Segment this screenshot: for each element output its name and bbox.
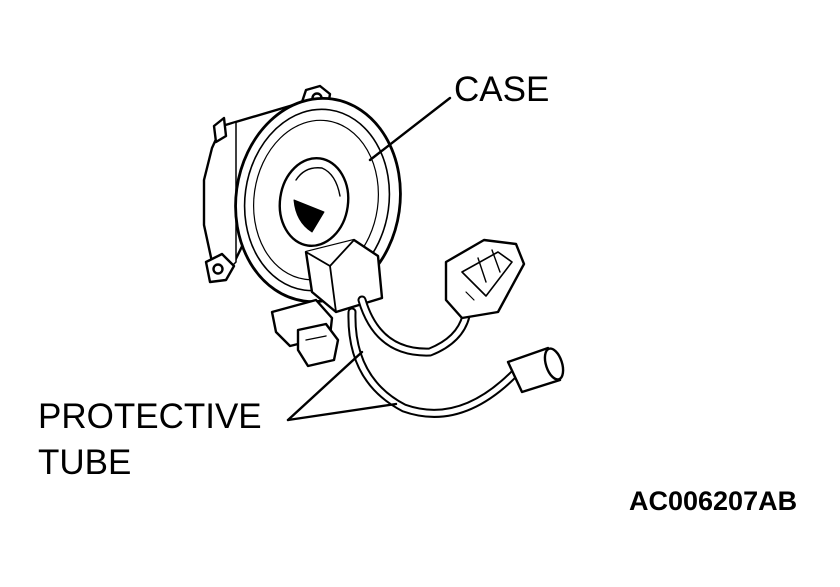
case-label: CASE xyxy=(454,70,550,109)
connector-block xyxy=(304,238,384,314)
lower-connector xyxy=(270,298,340,368)
flat-connector xyxy=(444,238,526,320)
protective-tube-leader-lower xyxy=(286,402,398,422)
protective-tube-label-line1: PROTECTIVE xyxy=(38,397,262,436)
figure-code: AC006207AB xyxy=(629,486,798,516)
round-plug-connector xyxy=(506,346,565,394)
case-leader-line xyxy=(368,96,452,162)
lower-harness xyxy=(347,307,519,418)
upper-harness xyxy=(357,295,471,357)
protective-tube-label-line2: TUBE xyxy=(38,443,132,482)
bottom-mounting-tab xyxy=(204,252,236,284)
protective-tube-leader-upper xyxy=(286,350,364,422)
leader-lines xyxy=(286,96,452,422)
center-bore xyxy=(278,156,350,248)
